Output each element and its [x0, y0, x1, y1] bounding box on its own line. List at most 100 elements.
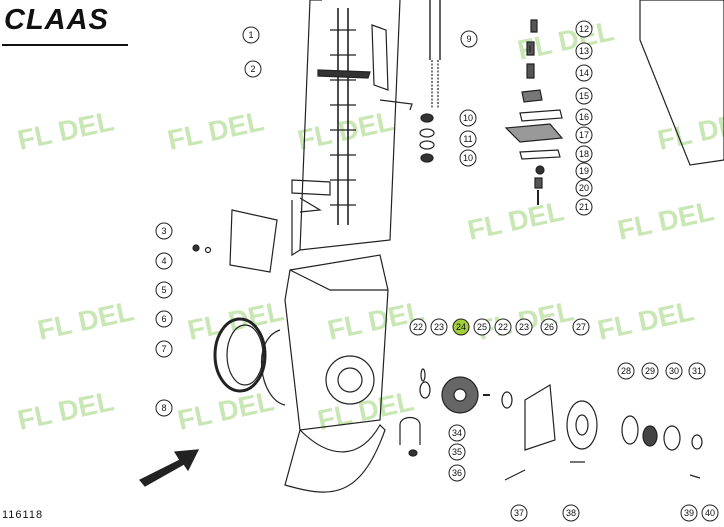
callout-35: 35 [448, 443, 466, 461]
callout-circle [575, 108, 593, 126]
callout-label: 16 [579, 112, 589, 122]
callout-label: 22 [413, 322, 423, 332]
callout-label: 7 [161, 344, 166, 354]
callout-label: 39 [684, 508, 694, 518]
callout-label: 27 [576, 322, 586, 332]
callout-label: 28 [621, 366, 631, 376]
bush-23 [419, 381, 431, 399]
drive-shaft [429, 0, 441, 60]
callout-label: 29 [645, 366, 655, 376]
callout-circle [494, 318, 512, 336]
callout-8: 8 [155, 399, 173, 417]
callout-28: 28 [617, 362, 635, 380]
callout-14: 14 [575, 64, 593, 82]
callout-27: 27 [572, 318, 590, 336]
disc-28 [621, 415, 639, 445]
callout-label: 10 [463, 113, 473, 123]
gasket-18 [519, 149, 561, 160]
callout-circle [575, 42, 593, 60]
callout-circle [575, 179, 593, 197]
hub-22 [420, 368, 426, 382]
callout-label: 4 [161, 256, 166, 266]
callout-circle [448, 424, 466, 442]
plate-16 [519, 109, 563, 122]
callout-circle [701, 504, 719, 522]
callout-circle [641, 362, 659, 380]
callout-23: 23 [430, 318, 448, 336]
callout-40: 40 [701, 504, 719, 522]
bearing-bottom [420, 153, 434, 163]
side-panel [639, 0, 724, 166]
callout-circle [680, 504, 698, 522]
callout-label: 8 [161, 403, 166, 413]
callout-circle [575, 162, 593, 180]
watermark-text: FL DEL [595, 295, 697, 346]
callout-circle [155, 252, 173, 270]
callout-22: 22 [409, 318, 427, 336]
pulley [566, 400, 598, 450]
callout-label: 23 [519, 322, 529, 332]
callout-label: 26 [544, 322, 554, 332]
callout-12: 12 [575, 20, 593, 38]
watermark-text: FL DEL [515, 15, 617, 66]
callout-circle [460, 30, 478, 48]
brand-underline [2, 44, 128, 46]
callout-10: 10 [459, 149, 477, 167]
callout-label: 21 [579, 202, 589, 212]
callout-circle [575, 198, 593, 216]
callout-circle [575, 145, 593, 163]
callout-5: 5 [155, 281, 173, 299]
callout-label: 15 [579, 91, 589, 101]
callout-circle [459, 130, 477, 148]
callout-label: 38 [566, 508, 576, 518]
callout-label: 36 [452, 468, 462, 478]
ring-30 [663, 425, 681, 451]
callout-39: 39 [680, 504, 698, 522]
watermark-text: FL DEL [615, 195, 717, 246]
callout-label: 35 [452, 447, 462, 457]
callout-29: 29 [641, 362, 659, 380]
callout-label: 19 [579, 166, 589, 176]
callout-9: 9 [460, 30, 478, 48]
callout-circle [448, 464, 466, 482]
fan-band [213, 317, 267, 393]
callout-36: 36 [448, 464, 466, 482]
discharge-chute [284, 424, 386, 493]
callout-31: 31 [688, 362, 706, 380]
callout-circle [155, 222, 173, 240]
seal-ring-lower [419, 140, 435, 150]
callout-circle [459, 109, 477, 127]
line-art [139, 0, 724, 493]
callout-6: 6 [155, 310, 173, 328]
callout-circle [155, 340, 173, 358]
callout-label: 14 [579, 68, 589, 78]
callout-label: 17 [579, 130, 589, 140]
callout-label: 31 [692, 366, 702, 376]
callout-label: 13 [579, 46, 589, 56]
callout-circle [155, 399, 173, 417]
callout-18: 18 [575, 145, 593, 163]
callout-circle [244, 60, 262, 78]
watermark-text: FL DEL [165, 105, 267, 156]
callout-circle [409, 318, 427, 336]
callout-circle [155, 310, 173, 328]
watermark-text: FL DEL [325, 295, 427, 346]
callout-11: 11 [459, 130, 477, 148]
seal-ring-upper [419, 128, 435, 138]
callout-3: 3 [155, 222, 173, 240]
grate-17 [504, 123, 564, 143]
drawing-number: 116118 [2, 509, 44, 521]
callout-circle [448, 443, 466, 461]
watermark-text: FL DEL [15, 105, 117, 156]
callout-23: 23 [515, 318, 533, 336]
callout-label: 1 [248, 30, 253, 40]
callout-label: 37 [514, 508, 524, 518]
callout-circle [575, 64, 593, 82]
watermark-text: FL DEL [15, 385, 117, 436]
callout-7: 7 [155, 340, 173, 358]
callout-label: 25 [477, 322, 487, 332]
bracket-15 [521, 89, 543, 103]
callout-label: 5 [161, 285, 166, 295]
